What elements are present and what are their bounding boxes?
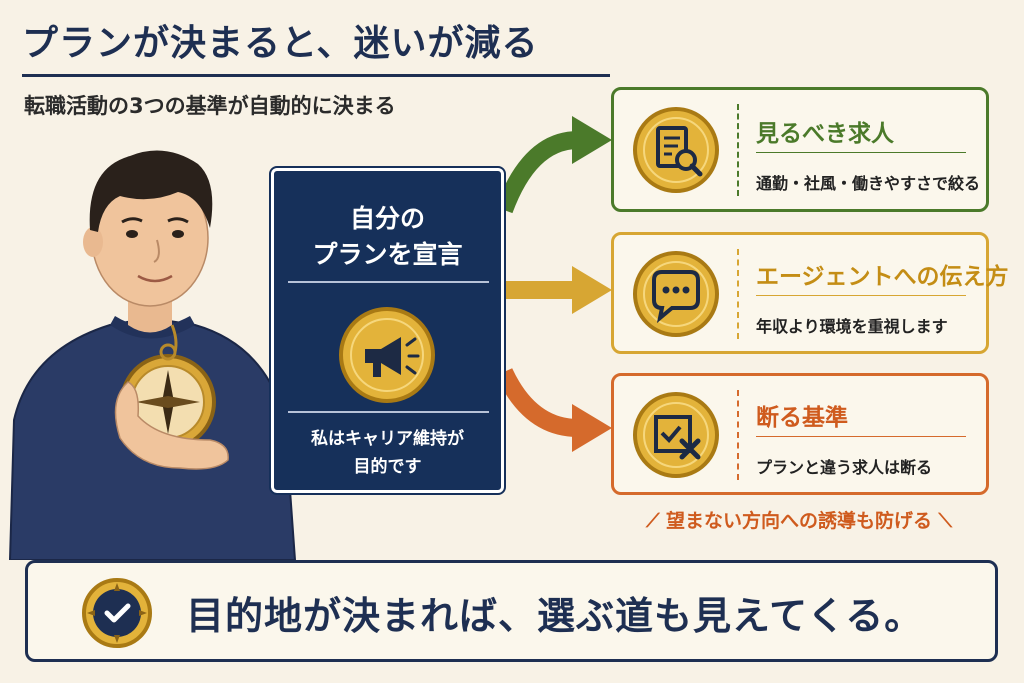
megaphone-icon [339, 307, 435, 403]
card-divider-bottom [288, 411, 489, 413]
person-with-compass-illustration [8, 150, 297, 560]
plan-card-title: 自分の プランを宣言 [274, 201, 501, 273]
box-divider [737, 390, 739, 480]
page-subtitle: 転職活動の3つの基準が自動的に決まる [24, 94, 396, 118]
criterion-box-jobs: 見るべき求人 通勤・社風・働きやすさで絞る [611, 87, 989, 212]
plan-card-note: 私はキャリア維持が 目的です [274, 425, 501, 481]
criterion-heading: エージェントへの伝え方 [756, 264, 1009, 290]
prevention-note: ⟋ 望まない方向への誘導も防げる ⟍ [589, 506, 1009, 533]
plan-title-line2: プランを宣言 [312, 240, 463, 269]
page-title: プランが決まると、迷いが減る [22, 23, 539, 64]
criterion-text: プランと違う求人は断る [756, 458, 933, 477]
arrow-to-decline [572, 404, 612, 452]
heading-underline [756, 295, 966, 296]
chat-bubble-icon [633, 251, 719, 337]
plan-note-line2: 目的です [353, 457, 422, 477]
plan-note-line1: 私はキャリア維持が [311, 429, 464, 449]
arrow-to-jobs [572, 116, 612, 164]
criterion-box-agent: エージェントへの伝え方 年収より環境を重視します [611, 232, 1009, 354]
heading-underline [756, 436, 966, 437]
title-underline [22, 74, 610, 77]
box-divider [737, 104, 739, 196]
compass-check-icon [82, 578, 152, 648]
plan-title-line1: 自分の [349, 204, 425, 233]
note-accent-left: ⟋ [646, 510, 666, 532]
conclusion-banner: 目的地が決まれば、選ぶ道も見えてくる。 [25, 560, 998, 662]
criterion-heading: 断る基準 [756, 405, 848, 431]
plan-declaration-card: 自分の プランを宣言 私はキャリア維持が 目的です [269, 166, 506, 495]
criterion-box-decline: 断る基準 プランと違う求人は断る [611, 373, 989, 495]
conclusion-text: 目的地が決まれば、選ぶ道も見えてくる。 [186, 594, 924, 638]
document-search-icon [633, 107, 719, 193]
flow-arrows [500, 116, 612, 452]
note-text: 望まない方向への誘導も防げる [665, 510, 932, 532]
card-divider-top [288, 281, 489, 283]
arrow-to-agent [572, 266, 612, 314]
criterion-heading: 見るべき求人 [756, 121, 894, 147]
box-divider [737, 249, 739, 339]
criterion-text: 年収より環境を重視します [756, 317, 948, 336]
heading-underline [756, 152, 966, 153]
criterion-text: 通勤・社風・働きやすさで絞る [756, 174, 981, 193]
note-accent-right: ⟍ [932, 510, 952, 532]
reject-box-icon [633, 392, 719, 478]
